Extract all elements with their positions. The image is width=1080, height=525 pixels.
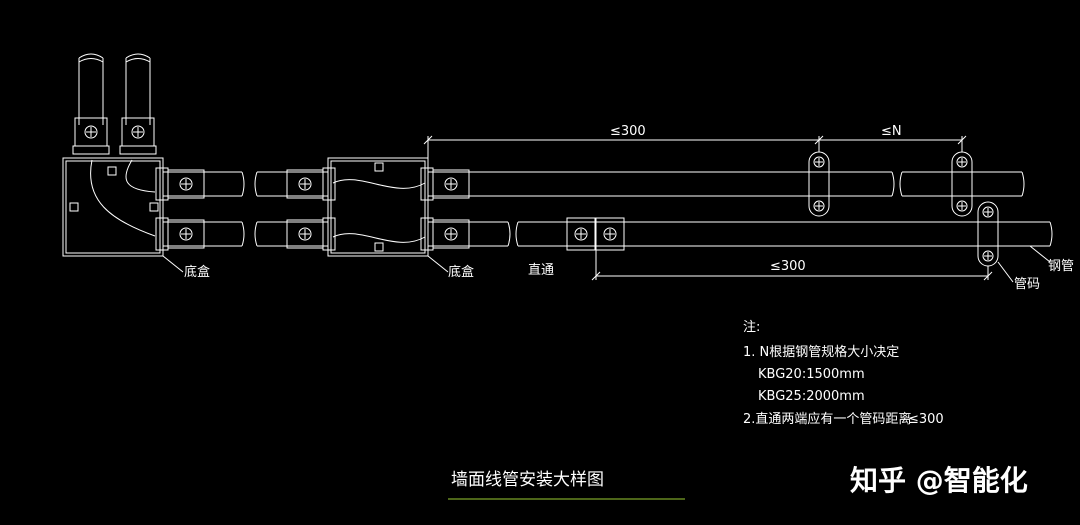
notes-line-3: KBG25:2000mm [758, 389, 865, 404]
notes-line-4-value: ≤300 [908, 412, 944, 427]
notes-line-4: 2.直通两端应有一个管码距离 [743, 411, 911, 427]
label-clamp: 管码 [1014, 277, 1040, 292]
junction-box-right [327, 157, 429, 257]
connector-mid-upper [286, 167, 336, 201]
pipe-clamp-1 [808, 151, 830, 217]
label-box-right: 底盒 [448, 264, 474, 280]
watermark: 知乎 @智能化 [850, 464, 1028, 497]
connector-mid-lower [286, 217, 336, 251]
leader-clamp [997, 261, 1014, 283]
label-steel-pipe: 钢管 [1048, 259, 1074, 274]
dim-text-n: ≤N [881, 124, 902, 139]
connector-right-upper [420, 167, 470, 201]
pipe-run-lower [163, 221, 1053, 247]
leader-box-left [162, 255, 184, 273]
dimension-bottom [591, 250, 993, 281]
label-straight: 直通 [528, 263, 554, 278]
label-box-left: 底盒 [184, 264, 210, 280]
notes-line-1: 1. N根据钢管规格大小决定 [743, 344, 899, 360]
pipe-clamp-3 [977, 201, 999, 267]
notes-block: 注: 1. N根据钢管规格大小决定 KBG20:1500mm KBG25:200… [743, 320, 944, 427]
dim-text-bottom: ≤300 [770, 259, 806, 274]
dim-text-top: ≤300 [610, 124, 646, 139]
notes-line-2: KBG20:1500mm [758, 367, 865, 382]
vertical-conduit-right [119, 53, 157, 155]
drawing-title: 墙面线管安装大样图 [451, 470, 604, 490]
leader-steel-pipe [1029, 245, 1051, 263]
straight-coupling [566, 217, 625, 251]
junction-box-left [62, 157, 164, 257]
notes-heading: 注: [743, 320, 760, 335]
connector-left-upper [155, 167, 205, 201]
connector-left-lower [155, 217, 205, 251]
leader-box-right [427, 255, 449, 273]
dimension-n [819, 135, 967, 152]
connector-right-lower [420, 217, 470, 251]
dimension-top [423, 135, 824, 168]
pipe-run-upper [163, 171, 1025, 197]
vertical-conduit-left [72, 53, 110, 155]
pipe-clamp-2 [951, 151, 973, 217]
